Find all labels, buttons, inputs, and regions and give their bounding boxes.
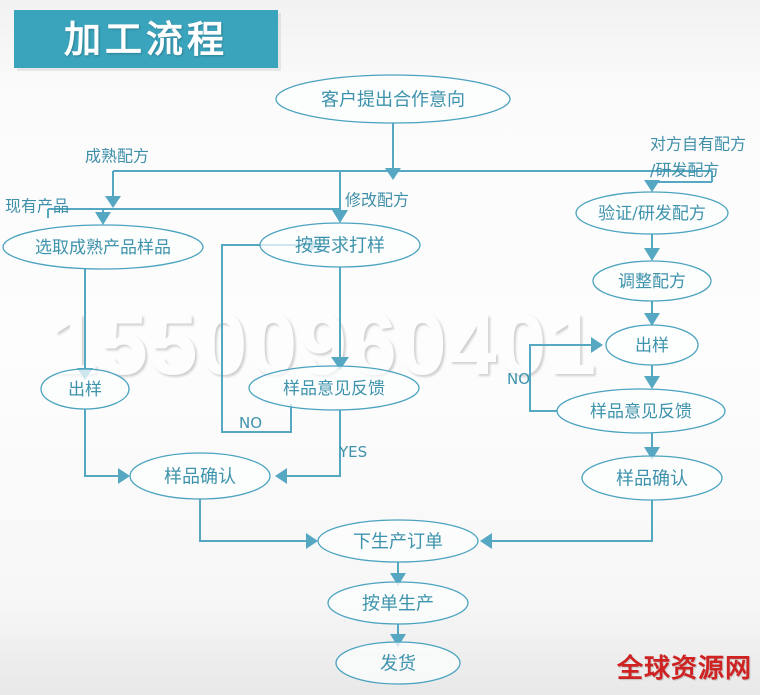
node-sample-out-left[interactable]: 出样 <box>40 368 130 410</box>
node-ship[interactable]: 发货 <box>335 641 461 685</box>
node-place-production-order[interactable]: 下生产订单 <box>317 519 479 563</box>
arrowhead-produce <box>390 573 406 586</box>
arrowhead-confirm-left <box>118 468 130 484</box>
node-sample-feedback-right[interactable]: 样品意见反馈 <box>556 388 726 434</box>
arrowhead-ship <box>390 634 406 647</box>
edge-sampleout-to-confirm-left <box>84 409 122 477</box>
node-shape <box>335 641 461 685</box>
node-adjust-formula[interactable]: 调整配方 <box>592 260 712 302</box>
node-shape <box>259 222 421 268</box>
edge-label-yes-middle: YES <box>338 443 367 461</box>
node-label: 下生产订单 <box>353 532 443 553</box>
edge-right-to-verify <box>651 181 712 186</box>
node-label: 验证/研发配方 <box>598 204 706 224</box>
arrowhead-confirm-right <box>644 447 660 460</box>
node-label: 出样 <box>635 336 669 356</box>
node-sample-confirm-left[interactable]: 样品确认 <box>129 452 271 500</box>
node-make-sample[interactable]: 按要求打样 <box>259 222 421 268</box>
node-produce-to-order[interactable]: 按单生产 <box>327 581 469 625</box>
node-shape <box>327 581 469 625</box>
node-label: 样品意见反馈 <box>590 402 692 422</box>
node-label: 出样 <box>68 380 102 400</box>
node-label: 按单生产 <box>362 594 434 615</box>
node-start[interactable]: 客户提出合作意向 <box>275 74 511 124</box>
node-shape <box>248 365 420 411</box>
arrowhead-no-loop-right <box>591 337 603 353</box>
arrowhead-pick-sample <box>95 212 111 225</box>
edge-feedback-yes <box>283 410 341 477</box>
arrowhead-mature-formula <box>105 196 121 208</box>
arrowhead-order-from-left <box>306 533 318 549</box>
node-shape <box>592 260 712 302</box>
edge-confirm-right-to-order <box>488 500 653 542</box>
flow-nodes: 客户提出合作意向 选取成熟产品样品 按要求打样 验证/研发配方 调整配方 出样 <box>2 74 729 685</box>
edge-confirm-left-to-order <box>199 499 310 542</box>
edge-label-own-formula-line2: /研发配方 <box>650 161 719 180</box>
node-shape <box>556 388 726 434</box>
edge-feedback-no-loop <box>221 244 312 433</box>
edge-labels: 成熟配方 现有产品 修改配方 对方自有配方 /研发配方 NO YES NO <box>5 135 746 462</box>
node-label: 发货 <box>380 654 416 675</box>
node-verify-rd-formula[interactable]: 验证/研发配方 <box>575 191 729 235</box>
node-label: 样品意见反馈 <box>283 379 385 399</box>
node-pick-sample[interactable]: 选取成熟产品样品 <box>2 224 204 270</box>
node-shape <box>2 224 204 270</box>
arrowhead-yes-to-confirm <box>275 468 287 484</box>
node-label: 客户提出合作意向 <box>321 90 465 111</box>
node-label: 样品确认 <box>616 469 688 490</box>
edge-label-modify-formula: 修改配方 <box>345 191 409 210</box>
arrowhead-adjust <box>644 248 660 261</box>
arrowhead-order-from-right <box>480 533 492 549</box>
site-logo: 全球资源网 <box>616 654 752 684</box>
node-shape <box>317 519 479 563</box>
node-label: 调整配方 <box>618 272 686 292</box>
node-shape <box>40 368 130 410</box>
arrowhead-feedback-right <box>644 376 660 389</box>
node-sample-out-right[interactable]: 出样 <box>605 324 699 366</box>
arrowhead-make-sample <box>332 210 348 223</box>
node-shape <box>605 324 699 366</box>
node-label: 按要求打样 <box>295 236 385 257</box>
node-shape <box>129 452 271 500</box>
node-shape <box>575 191 729 235</box>
edge-label-no-right: NO <box>507 370 530 388</box>
node-sample-feedback-middle[interactable]: 样品意见反馈 <box>248 365 420 411</box>
edge-label-own-formula-line1: 对方自有配方 <box>650 135 746 154</box>
arrowhead-sampleout-right <box>644 313 660 326</box>
edge-label-mature-formula: 成熟配方 <box>85 147 149 166</box>
node-shape <box>581 455 723 501</box>
edge-feedback-right-no-loop <box>529 344 595 412</box>
arrowhead-start-down <box>385 168 401 180</box>
node-sample-confirm-right[interactable]: 样品确认 <box>581 455 723 501</box>
title-banner: 加工流程 <box>14 10 278 68</box>
node-label: 选取成熟产品样品 <box>35 237 171 258</box>
arrowhead-verify-rd <box>644 180 660 192</box>
node-label: 样品确认 <box>164 467 236 488</box>
page-title: 加工流程 <box>64 17 228 61</box>
node-shape <box>275 74 511 124</box>
arrowhead-feedback-middle <box>331 357 349 370</box>
edge-label-no-middle: NO <box>239 414 262 432</box>
edge-label-existing-product: 现有产品 <box>5 197 69 216</box>
connectors <box>47 123 713 647</box>
